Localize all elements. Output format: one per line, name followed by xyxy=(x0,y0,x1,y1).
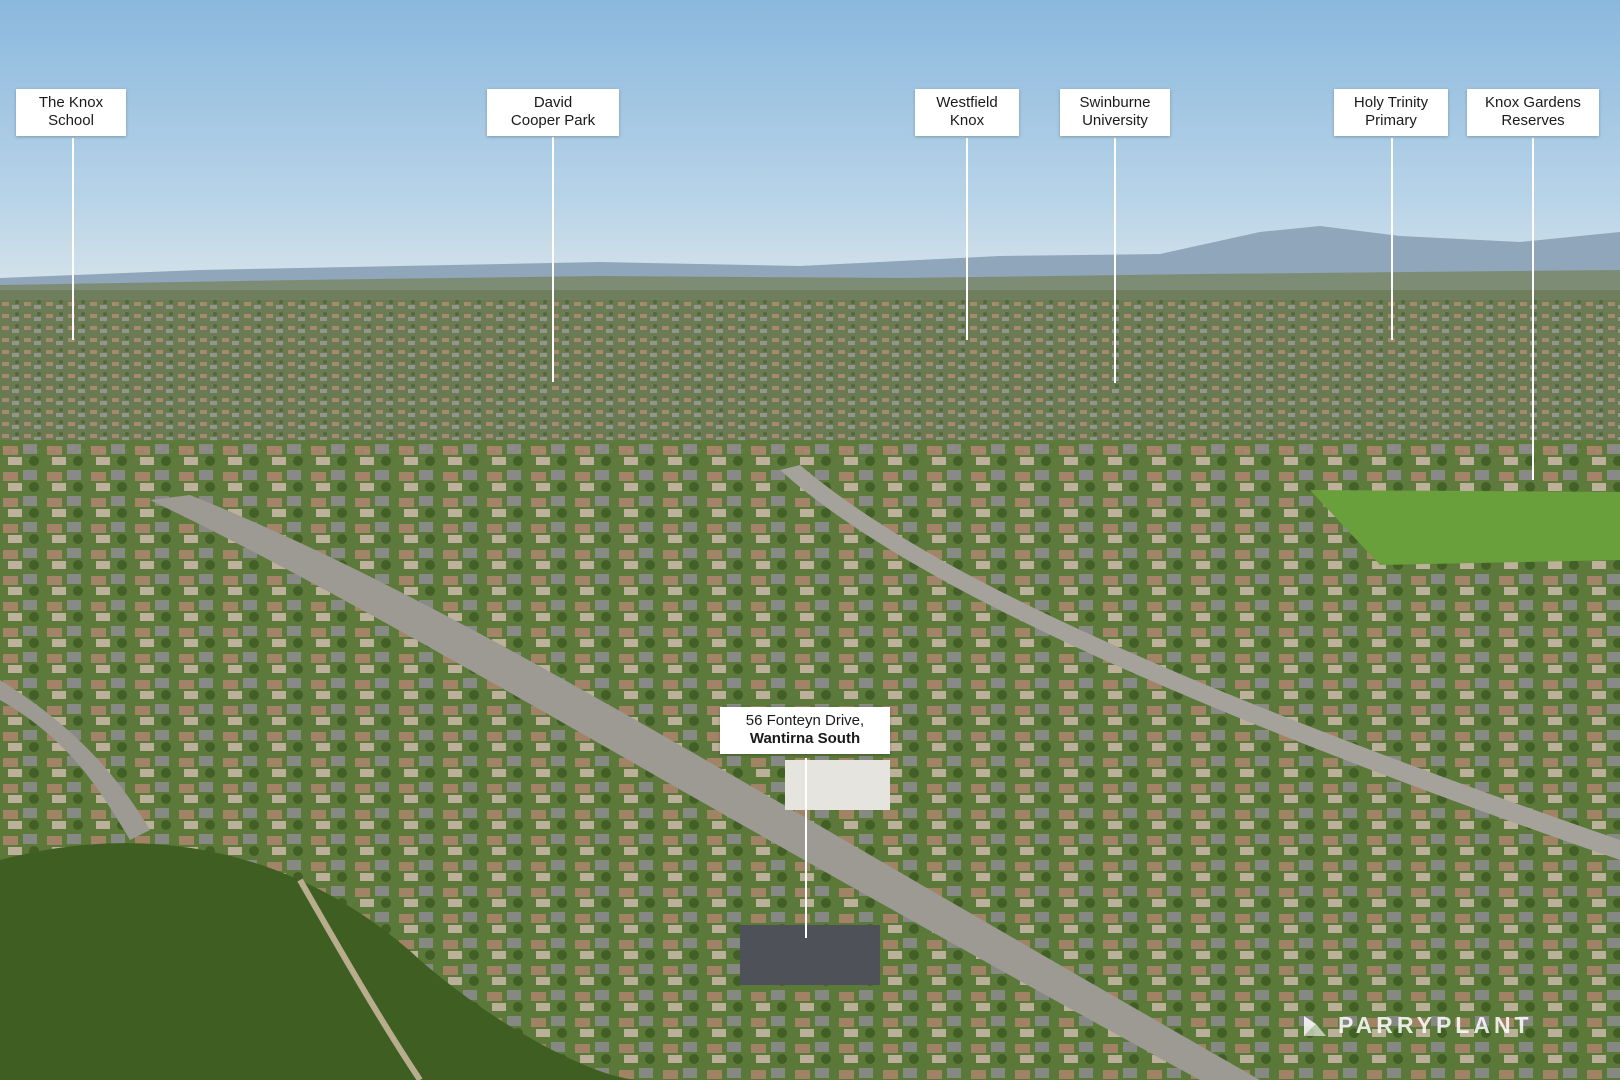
property-address-label: 56 Fonteyn Drive, Wantirna South xyxy=(720,707,890,754)
david-cooper-park-label-line1: David xyxy=(533,94,573,111)
holy-trinity-primary-label: Holy Trinity Primary xyxy=(1334,89,1448,136)
swinburne-university-label: Swinburne University xyxy=(1060,89,1170,136)
knox-school-leader-line xyxy=(72,138,74,340)
knox-gardens-reserves-label: Knox Gardens Reserves xyxy=(1467,89,1599,136)
david-cooper-park-leader-line xyxy=(552,137,554,382)
swinburne-university-leader-line xyxy=(1114,138,1116,383)
david-cooper-park-label-line2: Cooper Park xyxy=(510,112,596,129)
david-cooper-park-label: David Cooper Park xyxy=(487,89,619,136)
swinburne-university-label-line1: Swinburne xyxy=(1079,94,1151,111)
swinburne-university-label-line2: University xyxy=(1082,112,1148,129)
knox-gardens-reserves-label-line1: Knox Gardens xyxy=(1485,94,1581,111)
westfield-knox-leader-line xyxy=(966,138,968,340)
westfield-knox-label-line2: Knox xyxy=(949,112,985,129)
watermark-text: PARRYPLANT xyxy=(1338,1011,1533,1038)
knox-school-label-line2: School xyxy=(48,112,94,129)
knox-gardens-reserves-label-line2: Reserves xyxy=(1501,112,1565,129)
holy-trinity-primary-leader-line xyxy=(1391,138,1393,340)
holy-trinity-primary-label-line2: Primary xyxy=(1365,112,1417,129)
westfield-knox-label-line1: Westfield xyxy=(936,94,998,111)
property-suburb-line2: Wantirna South xyxy=(749,730,861,747)
knox-school-label: The Knox School xyxy=(16,89,126,136)
knox-school-label-line1: The Knox xyxy=(38,94,104,111)
westfield-knox-label: Westfield Knox xyxy=(915,89,1019,136)
knox-gardens-reserves-leader-line xyxy=(1532,138,1534,480)
property-address-line1: 56 Fonteyn Drive, xyxy=(745,712,865,729)
holy-trinity-primary-label-line1: Holy Trinity xyxy=(1353,94,1429,111)
property-leader-line xyxy=(805,758,807,938)
parryplant-logo-icon xyxy=(1304,1016,1326,1036)
parryplant-watermark: PARRYPLANT xyxy=(1300,1008,1533,1042)
